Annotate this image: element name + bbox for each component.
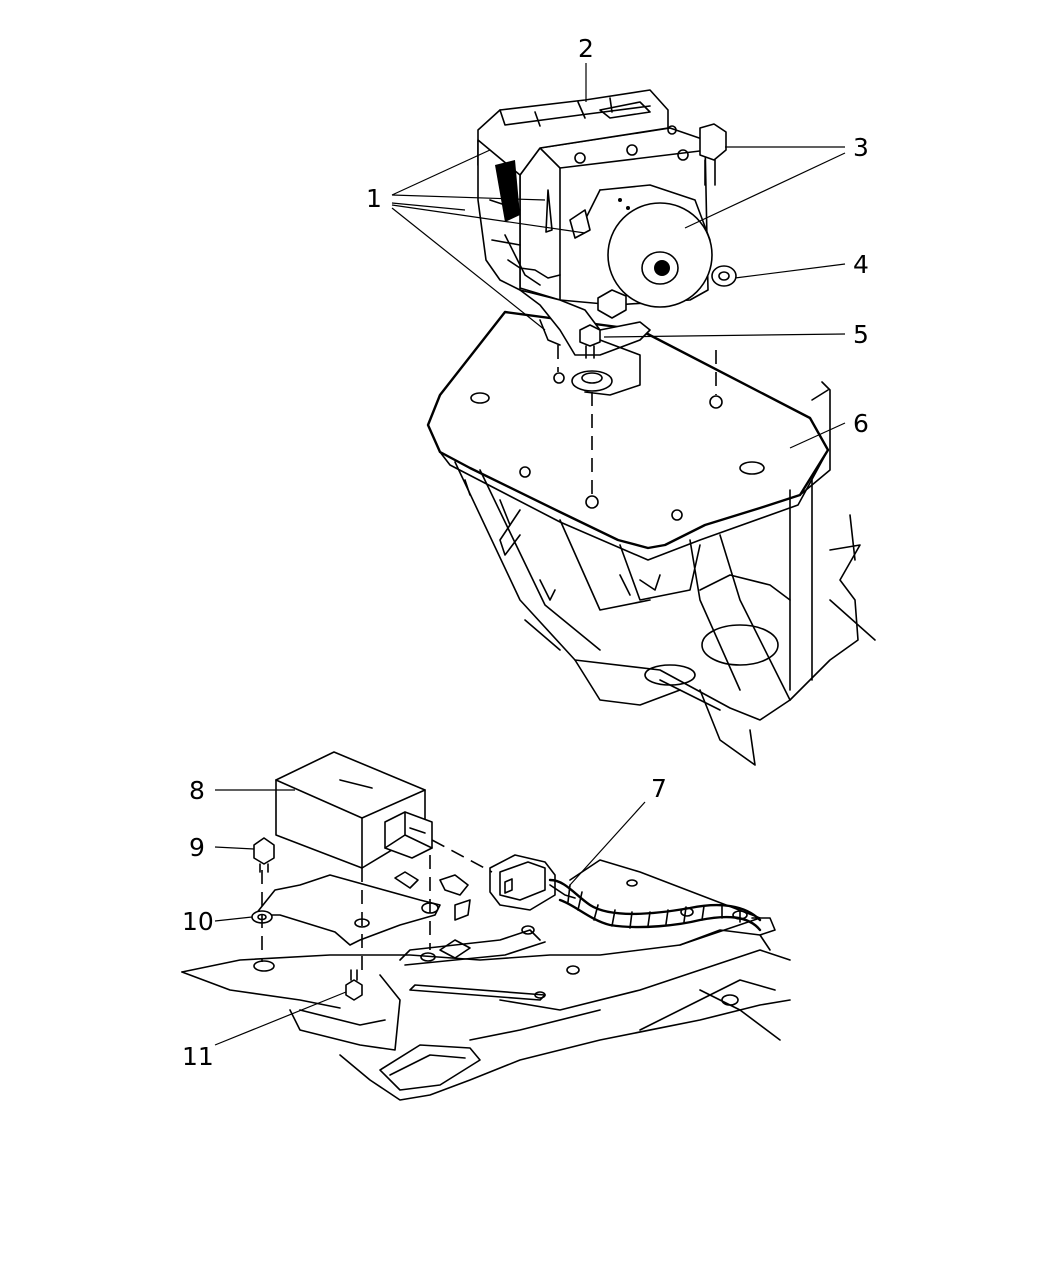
grommet <box>571 370 613 392</box>
floor-pan <box>181 859 761 973</box>
plate-slot <box>739 461 765 475</box>
mounting-plate <box>426 310 830 550</box>
abs-module <box>477 89 737 396</box>
callout-3: 3 <box>853 133 869 162</box>
callout-4: 4 <box>853 250 869 279</box>
callout-6: 6 <box>853 409 869 438</box>
bracket-screw <box>345 979 363 1001</box>
callout-9: 9 <box>189 833 205 862</box>
callout-8: 8 <box>189 776 205 805</box>
callout-10: 10 <box>182 907 214 936</box>
wiring-harness <box>548 878 762 922</box>
sensor-bracket <box>254 874 441 946</box>
callout-11: 11 <box>182 1042 214 1071</box>
callout-1: 1 <box>366 184 382 213</box>
callout-7: 7 <box>651 774 667 803</box>
alignment-line <box>431 839 493 873</box>
mounting-bolt <box>579 324 601 347</box>
mounting-bracket-assembly <box>426 310 876 766</box>
sensor-module-assembly <box>181 751 791 1101</box>
mounting-stud <box>699 123 727 161</box>
callout-5: 5 <box>853 320 869 349</box>
callout-2: 2 <box>578 34 594 63</box>
plate-slot <box>470 392 490 404</box>
leader-lines <box>214 63 846 1046</box>
isolator-bushing <box>711 265 737 287</box>
support-frame <box>454 461 791 721</box>
pump-motor <box>607 202 713 308</box>
callout-labels: 1 2 3 4 5 6 7 8 9 10 11 <box>182 34 869 1071</box>
bracket-bolt <box>253 837 275 865</box>
